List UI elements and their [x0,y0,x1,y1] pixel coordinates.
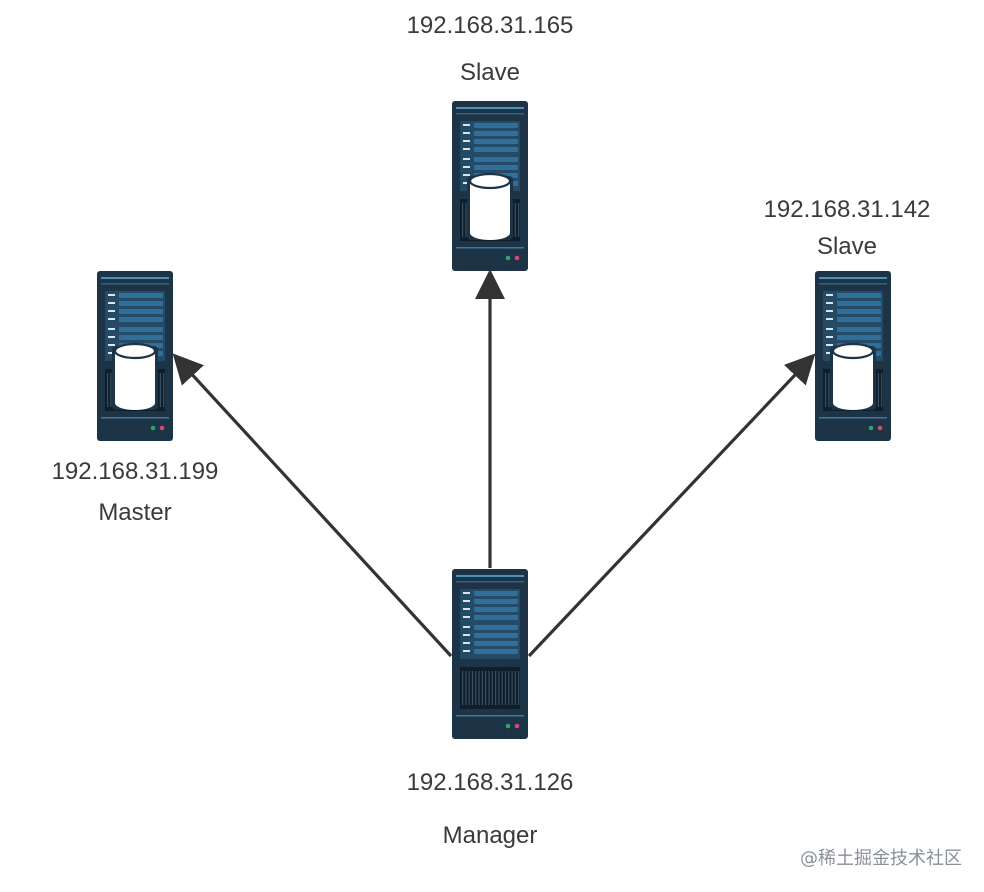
manager-role-label: Manager [442,822,538,849]
slave-right-ip-label: 192.168.31.142 [763,196,931,223]
slave-top-ip-label: 192.168.31.165 [406,12,574,39]
database-cylinder-icon [830,342,876,410]
database-cylinder-icon [112,342,158,410]
watermark: @稀土掘金技术社区 [800,848,962,869]
server-slave-top-icon [452,101,528,271]
server-manager-icon [452,569,528,739]
arrow-manager-to-slave_right [527,353,816,658]
server-master-icon [97,271,173,441]
slave-right-role-label: Slave [816,233,878,260]
edges [172,269,816,658]
server-slave-right-icon [815,271,891,441]
manager-ip-label: 192.168.31.126 [406,769,574,796]
servers [97,101,891,739]
master-role-label: Master [98,499,172,526]
slave-top-role-label: Slave [459,59,521,86]
arrow-manager-to-master [172,353,453,658]
database-cylinder-icon [467,172,513,240]
master-ip-label: 192.168.31.199 [51,458,219,485]
